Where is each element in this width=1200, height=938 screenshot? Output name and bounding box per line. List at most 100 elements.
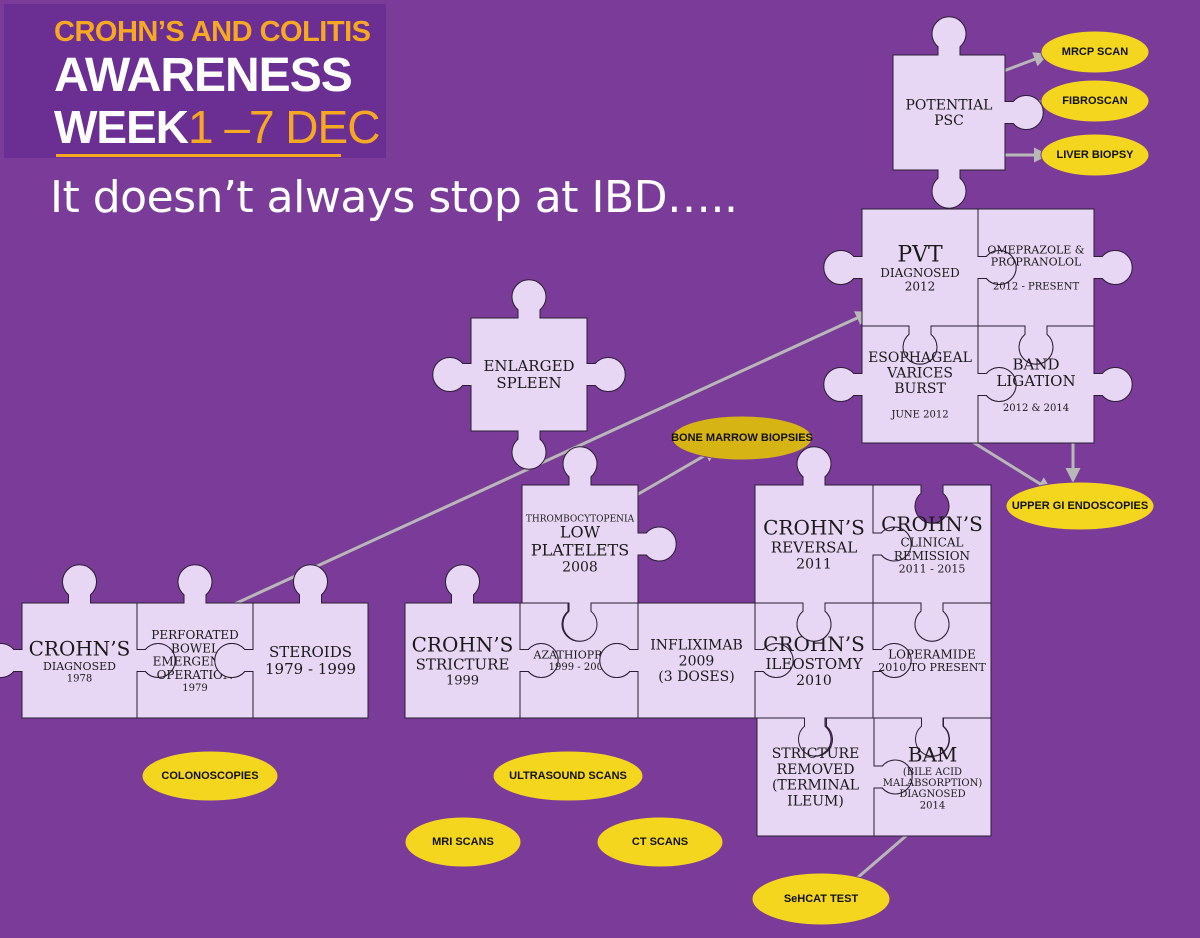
puzzle-piece-text: 1999 <box>446 674 479 689</box>
puzzle-piece-shape <box>432 279 626 470</box>
puzzle-piece-shape <box>873 717 992 837</box>
puzzle-piece-text: OPERATION <box>157 668 234 682</box>
test-pill-bone-marrow-biopsies: BONE MARROW BIOPSIES <box>671 415 813 461</box>
puzzle-piece-shape <box>892 16 1044 209</box>
puzzle-piece-text: PSC <box>934 113 964 129</box>
puzzle-piece-text: LOW <box>560 523 601 542</box>
puzzle-piece-text: ENLARGED <box>483 357 574 375</box>
puzzle-piece-text: STRICTURE <box>772 746 860 762</box>
puzzle-piece-shape <box>872 484 992 642</box>
puzzle-piece-text: REVERSAL <box>771 538 857 556</box>
logo-line-awareness: AWARENESS <box>54 49 353 102</box>
puzzle-piece-text: (3 DOSES) <box>658 669 734 685</box>
puzzle-piece-text: 2009 <box>679 653 715 669</box>
puzzle-piece-text: 1979 <box>182 683 207 694</box>
test-pill-colonoscopies: COLONOSCOPIES <box>141 750 279 802</box>
logo-week-dates: 1 –7 DEC <box>188 101 380 153</box>
test-pill-fibroscan: FIBROSCAN <box>1040 79 1150 123</box>
puzzle-piece-text: STRICTURE <box>416 656 510 674</box>
puzzle-piece-text: LIGATION <box>996 372 1075 390</box>
test-pill-shape <box>404 816 522 868</box>
puzzle-piece-text: MALABSORPTION) <box>883 778 983 789</box>
puzzle-piece-text: 2014 <box>920 800 945 811</box>
test-pill-shape <box>1040 133 1150 177</box>
puzzle-piece-text: ESOPHAGEAL <box>868 350 972 366</box>
test-pill-shape <box>1040 30 1150 74</box>
puzzle-piece-text: DIAGNOSED <box>43 660 116 673</box>
logo-line-crohns-colitis: CROHN’S AND COLITIS <box>54 16 371 48</box>
arrow-potential-psc-to-mrcp-scan <box>1000 52 1049 74</box>
puzzle-piece-text: CROHN’S <box>881 512 983 536</box>
test-pill-liver-biopsy: LIVER BIOPSY <box>1040 133 1150 177</box>
puzzle-piece-text: STEROIDS <box>269 643 352 661</box>
puzzle-piece-text: 2010 TO PRESENT <box>878 661 986 674</box>
logo-underline <box>56 154 341 157</box>
test-pill-label: CT SCANS <box>632 836 688 848</box>
puzzle-piece-text: REMOVED <box>777 762 855 778</box>
puzzle-piece-text: INFLIXIMAB <box>650 638 743 654</box>
puzzle-piece-text: SPLEEN <box>496 374 561 392</box>
test-pill-label: ULTRASOUND SCANS <box>509 770 627 782</box>
puzzle-piece-shape <box>977 325 1133 444</box>
puzzle-piece-text: 1979 - 1999 <box>265 660 356 678</box>
puzzle-piece-text: 2012 <box>905 280 936 294</box>
test-pill-mri-scans: MRI SCANS <box>404 816 522 868</box>
puzzle-piece-text: CROHN’S <box>412 633 514 657</box>
puzzle-piece-text: OMEPRAZOLE & <box>987 243 1084 256</box>
puzzle-piece-text: PROPRANOLOL <box>991 256 1082 269</box>
awareness-week-logo: CROHN’S AND COLITIS AWARENESS WEEK1 –7 D… <box>4 4 386 158</box>
test-pill-label: SeHCAT TEST <box>784 893 859 905</box>
puzzle-piece-text: LOPERAMIDE <box>888 647 976 661</box>
puzzle-piece-text: PLATELETS <box>531 541 629 560</box>
puzzle-piece-text: VARICES <box>886 366 953 382</box>
test-pill-sehcat-test: SeHCAT TEST <box>751 872 891 926</box>
puzzle-piece-text: (BILE ACID <box>903 767 962 778</box>
puzzle-piece-text: DIAGNOSED <box>899 789 965 800</box>
test-pill-shape <box>671 415 813 461</box>
puzzle-piece-text: 2011 - 2015 <box>899 562 966 575</box>
test-pill-label: MRCP SCAN <box>1062 46 1128 58</box>
test-pill-upper-gi-endoscopies: UPPER GI ENDOSCOPIES <box>1005 481 1155 531</box>
puzzle-piece-text: 1999 - 2008 <box>549 662 610 673</box>
test-pill-label: LIVER BIOPSY <box>1056 149 1134 161</box>
puzzle-piece-text: 2010 <box>796 673 832 689</box>
test-pill-label: BONE MARROW BIOPSIES <box>671 432 813 444</box>
puzzle-piece-text: BURST <box>894 381 946 397</box>
puzzle-piece-text: 2012 & 2014 <box>1003 403 1069 414</box>
puzzle-piece-text: POTENTIAL <box>906 97 993 113</box>
puzzle-piece-text: (TERMINAL <box>772 778 859 794</box>
test-pill-ct-scans: CT SCANS <box>596 816 724 868</box>
logo-line-week: WEEK1 –7 DEC <box>54 100 380 154</box>
puzzle-piece-text: 2012 - PRESENT <box>993 281 1080 292</box>
arrow-low-platelets-to-bone-marrow-biopsies <box>627 447 719 502</box>
puzzle-piece-text: DIAGNOSED <box>880 266 960 280</box>
puzzle-piece-omeprazole: OMEPRAZOLE &PROPRANOLOL 2012 - PRESENT <box>977 208 1133 365</box>
test-pill-label: MRI SCANS <box>432 836 494 848</box>
puzzle-piece-text: 1978 <box>67 673 92 684</box>
test-pill-shape <box>596 816 724 868</box>
puzzle-piece-text: ILEUM) <box>787 793 844 809</box>
test-pill-label: COLONOSCOPIES <box>161 770 258 782</box>
puzzle-piece-text: BAM <box>908 742 958 766</box>
puzzle-piece-text: BOWEL <box>171 641 219 655</box>
puzzle-piece-text: 2008 <box>562 560 598 576</box>
test-pill-label: FIBROSCAN <box>1062 95 1127 107</box>
puzzle-piece-text: THROMBOCYTOPENIA <box>526 514 635 524</box>
puzzle-piece-text: REMISSION <box>894 549 970 563</box>
logo-week-word: WEEK <box>54 101 189 153</box>
test-pill-label: UPPER GI ENDOSCOPIES <box>1012 500 1148 512</box>
